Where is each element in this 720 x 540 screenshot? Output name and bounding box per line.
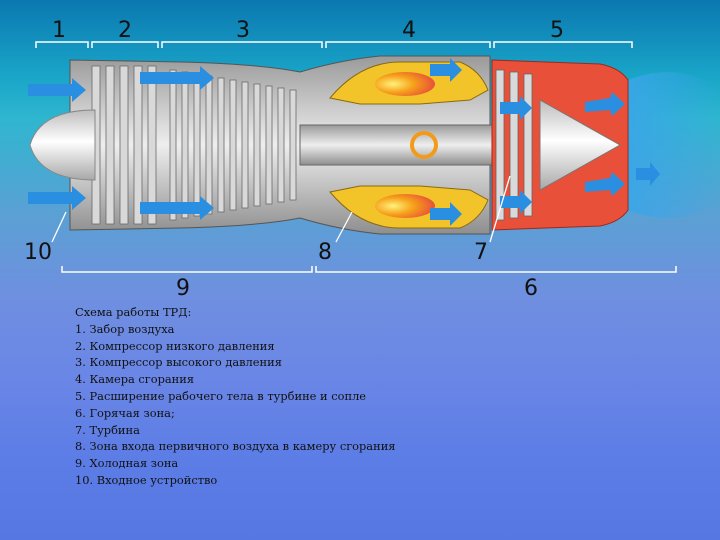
legend: Схема работы ТРД: 1. Забор воздуха 2. Ко…	[75, 304, 495, 489]
legend-item: 6. Горячая зона;	[75, 405, 175, 420]
legend-item: 5. Расширение рабочего тела в турбине и …	[75, 388, 367, 403]
legend-item: 7. Турбина	[75, 422, 140, 437]
callout-5: 5	[550, 18, 564, 43]
flame-top	[375, 72, 435, 96]
legend-item: 8. Зона входа первичного воздуха в камер…	[75, 439, 396, 454]
callout-1: 1	[52, 18, 66, 43]
legend-item: 3. Компрессор высокого давления	[75, 355, 282, 370]
legend-item: 10. Входное устройство	[75, 472, 218, 487]
exhaust-plume	[628, 72, 720, 218]
bottom-brackets	[61, 266, 677, 273]
callout-10: 10	[24, 240, 52, 265]
callout-7: 7	[474, 240, 488, 265]
main-shaft	[299, 124, 501, 166]
flame-bottom	[375, 194, 435, 218]
leader-lines	[51, 175, 511, 243]
turbine-blades	[495, 69, 533, 221]
callout-2: 2	[118, 18, 132, 43]
callout-3: 3	[236, 18, 250, 43]
legend-item: 9. Холодная зона	[75, 456, 179, 471]
top-brackets	[35, 41, 633, 48]
exhaust-cone	[539, 99, 622, 191]
callout-4: 4	[402, 18, 416, 43]
callout-6: 6	[524, 276, 538, 301]
callout-9: 9	[176, 276, 190, 301]
compressor-blades	[91, 65, 297, 225]
inlet-spinner	[29, 109, 96, 181]
callout-8: 8	[318, 240, 332, 265]
legend-title: Схема работы ТРД:	[75, 305, 192, 319]
legend-item: 4. Камера сгорания	[75, 372, 195, 387]
air-flow-arrows	[28, 58, 660, 226]
legend-item: 2. Компрессор низкого давления	[75, 338, 275, 353]
rotation-indicator	[410, 131, 438, 159]
legend-item: 1. Забор воздуха	[75, 321, 175, 336]
